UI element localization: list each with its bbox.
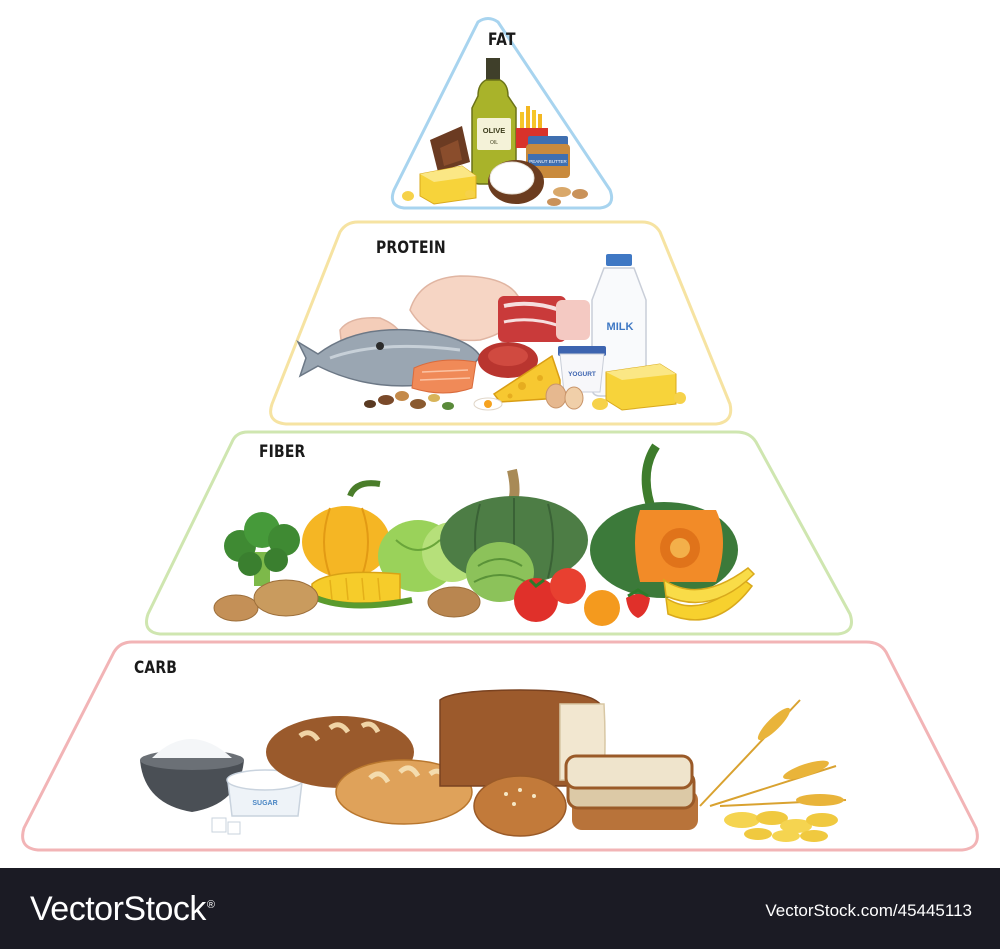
- carb-foods: SUGAR: [140, 689, 847, 842]
- butter-block: [419, 165, 477, 205]
- tomatoes: [514, 568, 586, 622]
- artichoke: [466, 542, 534, 602]
- fat-tier-label: FAT: [488, 30, 516, 50]
- sesame-bun: [473, 775, 567, 837]
- protein-butter-block: [592, 363, 686, 411]
- protein-foods: MILK YOGURT: [296, 254, 686, 411]
- vectorstock-logo[interactable]: VectorStock®: [30, 890, 215, 929]
- steak: [478, 342, 538, 378]
- peanut-butter-label: PEANUT BUTTER: [529, 159, 567, 164]
- olive-oil-label: OLIVE: [483, 126, 506, 135]
- fat-foods: OLIVE OIL PEANUT BUTTER: [402, 58, 588, 206]
- brand-name: VectorStock: [30, 890, 206, 928]
- sugar-label: SUGAR: [252, 800, 277, 807]
- yellow-pumpkin: [302, 480, 390, 578]
- fat-tier-outline: [390, 17, 614, 210]
- pasta: [724, 811, 838, 842]
- broccoli: [224, 512, 300, 586]
- mixed-nuts: [364, 391, 454, 410]
- bananas: [663, 567, 756, 621]
- strawberry: [626, 588, 650, 618]
- carb-tier-outline: [21, 640, 979, 852]
- eggs: [473, 383, 584, 411]
- fiber-tier-label: FIBER: [259, 442, 306, 462]
- food-pyramid: OLIVE OIL PEANUT BUTTER: [21, 17, 979, 852]
- olive-oil-label-2: OIL: [490, 140, 498, 146]
- coconut: [488, 160, 544, 204]
- kabocha-pumpkin: [590, 443, 738, 598]
- corn-cob: [311, 571, 413, 609]
- flour-bowl: [140, 739, 244, 812]
- image-id: VectorStock.com/45445113: [765, 901, 972, 920]
- carb-tier-label: CARB: [134, 658, 178, 678]
- chocolate-bar: [430, 126, 470, 172]
- protein-tier-label: PROTEIN: [376, 238, 446, 258]
- red-meat: [498, 296, 590, 342]
- fiber-tier-outline: [145, 430, 853, 636]
- footer-bar: VectorStock® VectorStock.com/45445113: [0, 868, 1000, 949]
- peanuts: [402, 187, 588, 206]
- salmon-fillet: [411, 359, 477, 394]
- food-pyramid-illustration: OLIVE OIL PEANUT BUTTER: [21, 17, 979, 852]
- yogurt-cup: YOGURT: [558, 346, 606, 393]
- orange-fruit: [584, 590, 620, 626]
- fiber-foods: [213, 443, 756, 626]
- potatoes: [213, 579, 481, 622]
- wheat-stalks: [699, 699, 847, 807]
- yogurt-label: YOGURT: [568, 371, 596, 378]
- protein-tier-outline: [269, 220, 733, 426]
- milk-label: MILK: [607, 321, 634, 333]
- bread-slices: [564, 754, 698, 830]
- registered-mark: ®: [206, 898, 215, 911]
